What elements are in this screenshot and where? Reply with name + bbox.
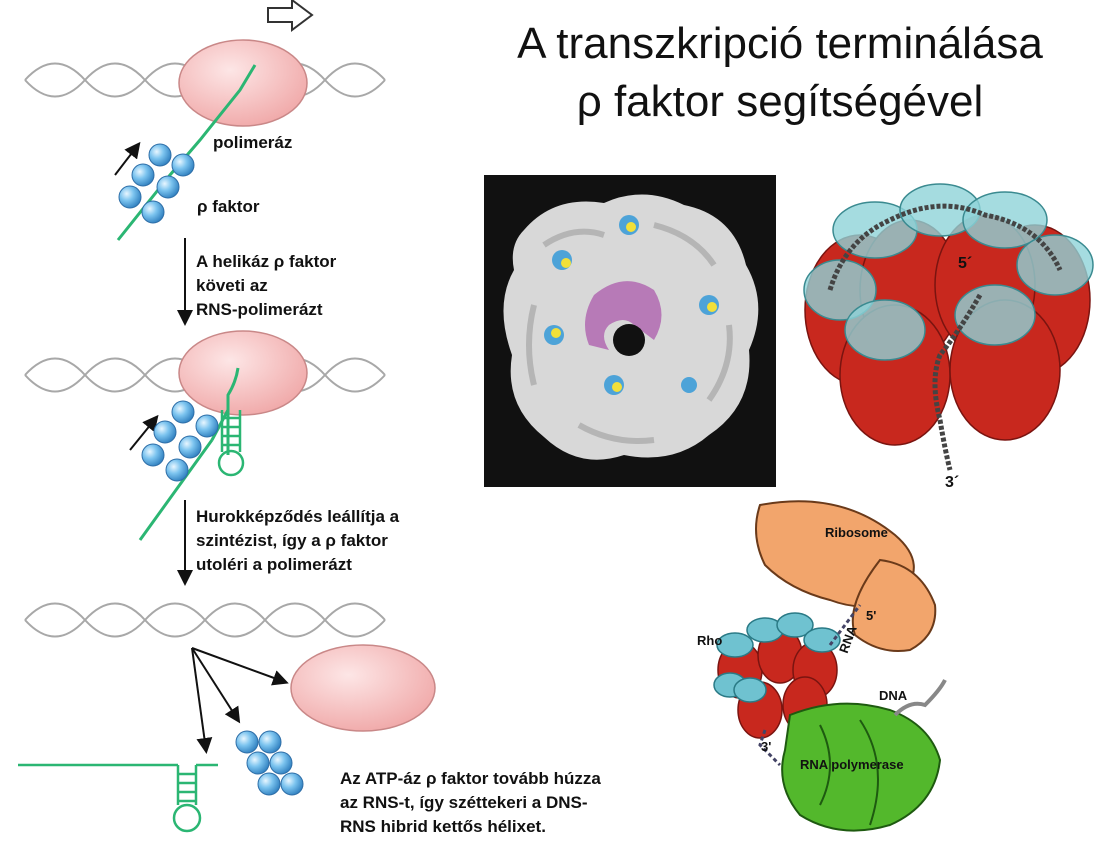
hexamer-5prime-label: 5´: [958, 255, 973, 272]
ribosome-rho-polymerase-cartoon: [713, 500, 947, 832]
rna-transcript: [116, 64, 257, 241]
step-1-line-2: követi az: [196, 276, 268, 295]
dna-label: DNA: [879, 688, 908, 703]
ribosome-5prime-label: 5': [866, 608, 877, 623]
stage-1-elongation: [24, 0, 386, 241]
rho-label: Rho: [697, 633, 723, 648]
movement-arrow-icon: [129, 414, 159, 451]
dna-helix: [24, 602, 386, 638]
rho-mechanism-diagram: [18, 0, 436, 833]
ribosome-label: Ribosome: [825, 525, 888, 540]
rna-polymerase: [178, 330, 308, 416]
polymerase-label: polimeráz: [213, 133, 293, 152]
step-1-line-1: A helikáz ρ faktor: [196, 252, 337, 271]
rna-hairpin: [217, 410, 245, 477]
rho-hexamer: [118, 143, 195, 224]
stage-3-release: [18, 602, 436, 833]
released-rna-polymerase: [290, 644, 436, 732]
step-3-line-1: Az ATP-áz ρ faktor tovább húzza: [340, 769, 601, 788]
released-rho-hexamer: [235, 730, 304, 796]
rna-3prime-label: 3': [761, 739, 772, 754]
slide-title-line-1: A transzkripció terminálása: [517, 19, 1043, 68]
direction-arrow-icon: [267, 0, 314, 32]
rho-surface-structure-image: [484, 175, 776, 487]
stage-2-hairpin: [24, 330, 386, 541]
rna-polymerase-label: RNA polymerase: [800, 757, 904, 772]
rho-hexamer-cartoon: [803, 183, 1094, 471]
step-1-line-3: RNS-polimerázt: [196, 300, 323, 319]
rho-factor-label: ρ faktor: [197, 197, 260, 216]
released-rna-hairpin: [18, 763, 218, 833]
hexamer-3prime-label: 3´: [945, 474, 960, 491]
step-2-line-1: Hurokképződés leállítja a: [196, 507, 400, 526]
rho-hexamer: [141, 400, 219, 482]
movement-arrow-icon: [114, 141, 141, 176]
step-3-line-2: az RNS-t, így széttekeri a DNS-: [340, 793, 588, 812]
step-2-line-3: utoléri a polimerázt: [196, 555, 352, 574]
step-2-line-2: szintézist, így a ρ faktor: [196, 531, 388, 550]
slide-title-line-2: ρ faktor segítségével: [576, 77, 984, 126]
step-3-line-3: RNS hibrid kettős hélixet.: [340, 817, 546, 836]
